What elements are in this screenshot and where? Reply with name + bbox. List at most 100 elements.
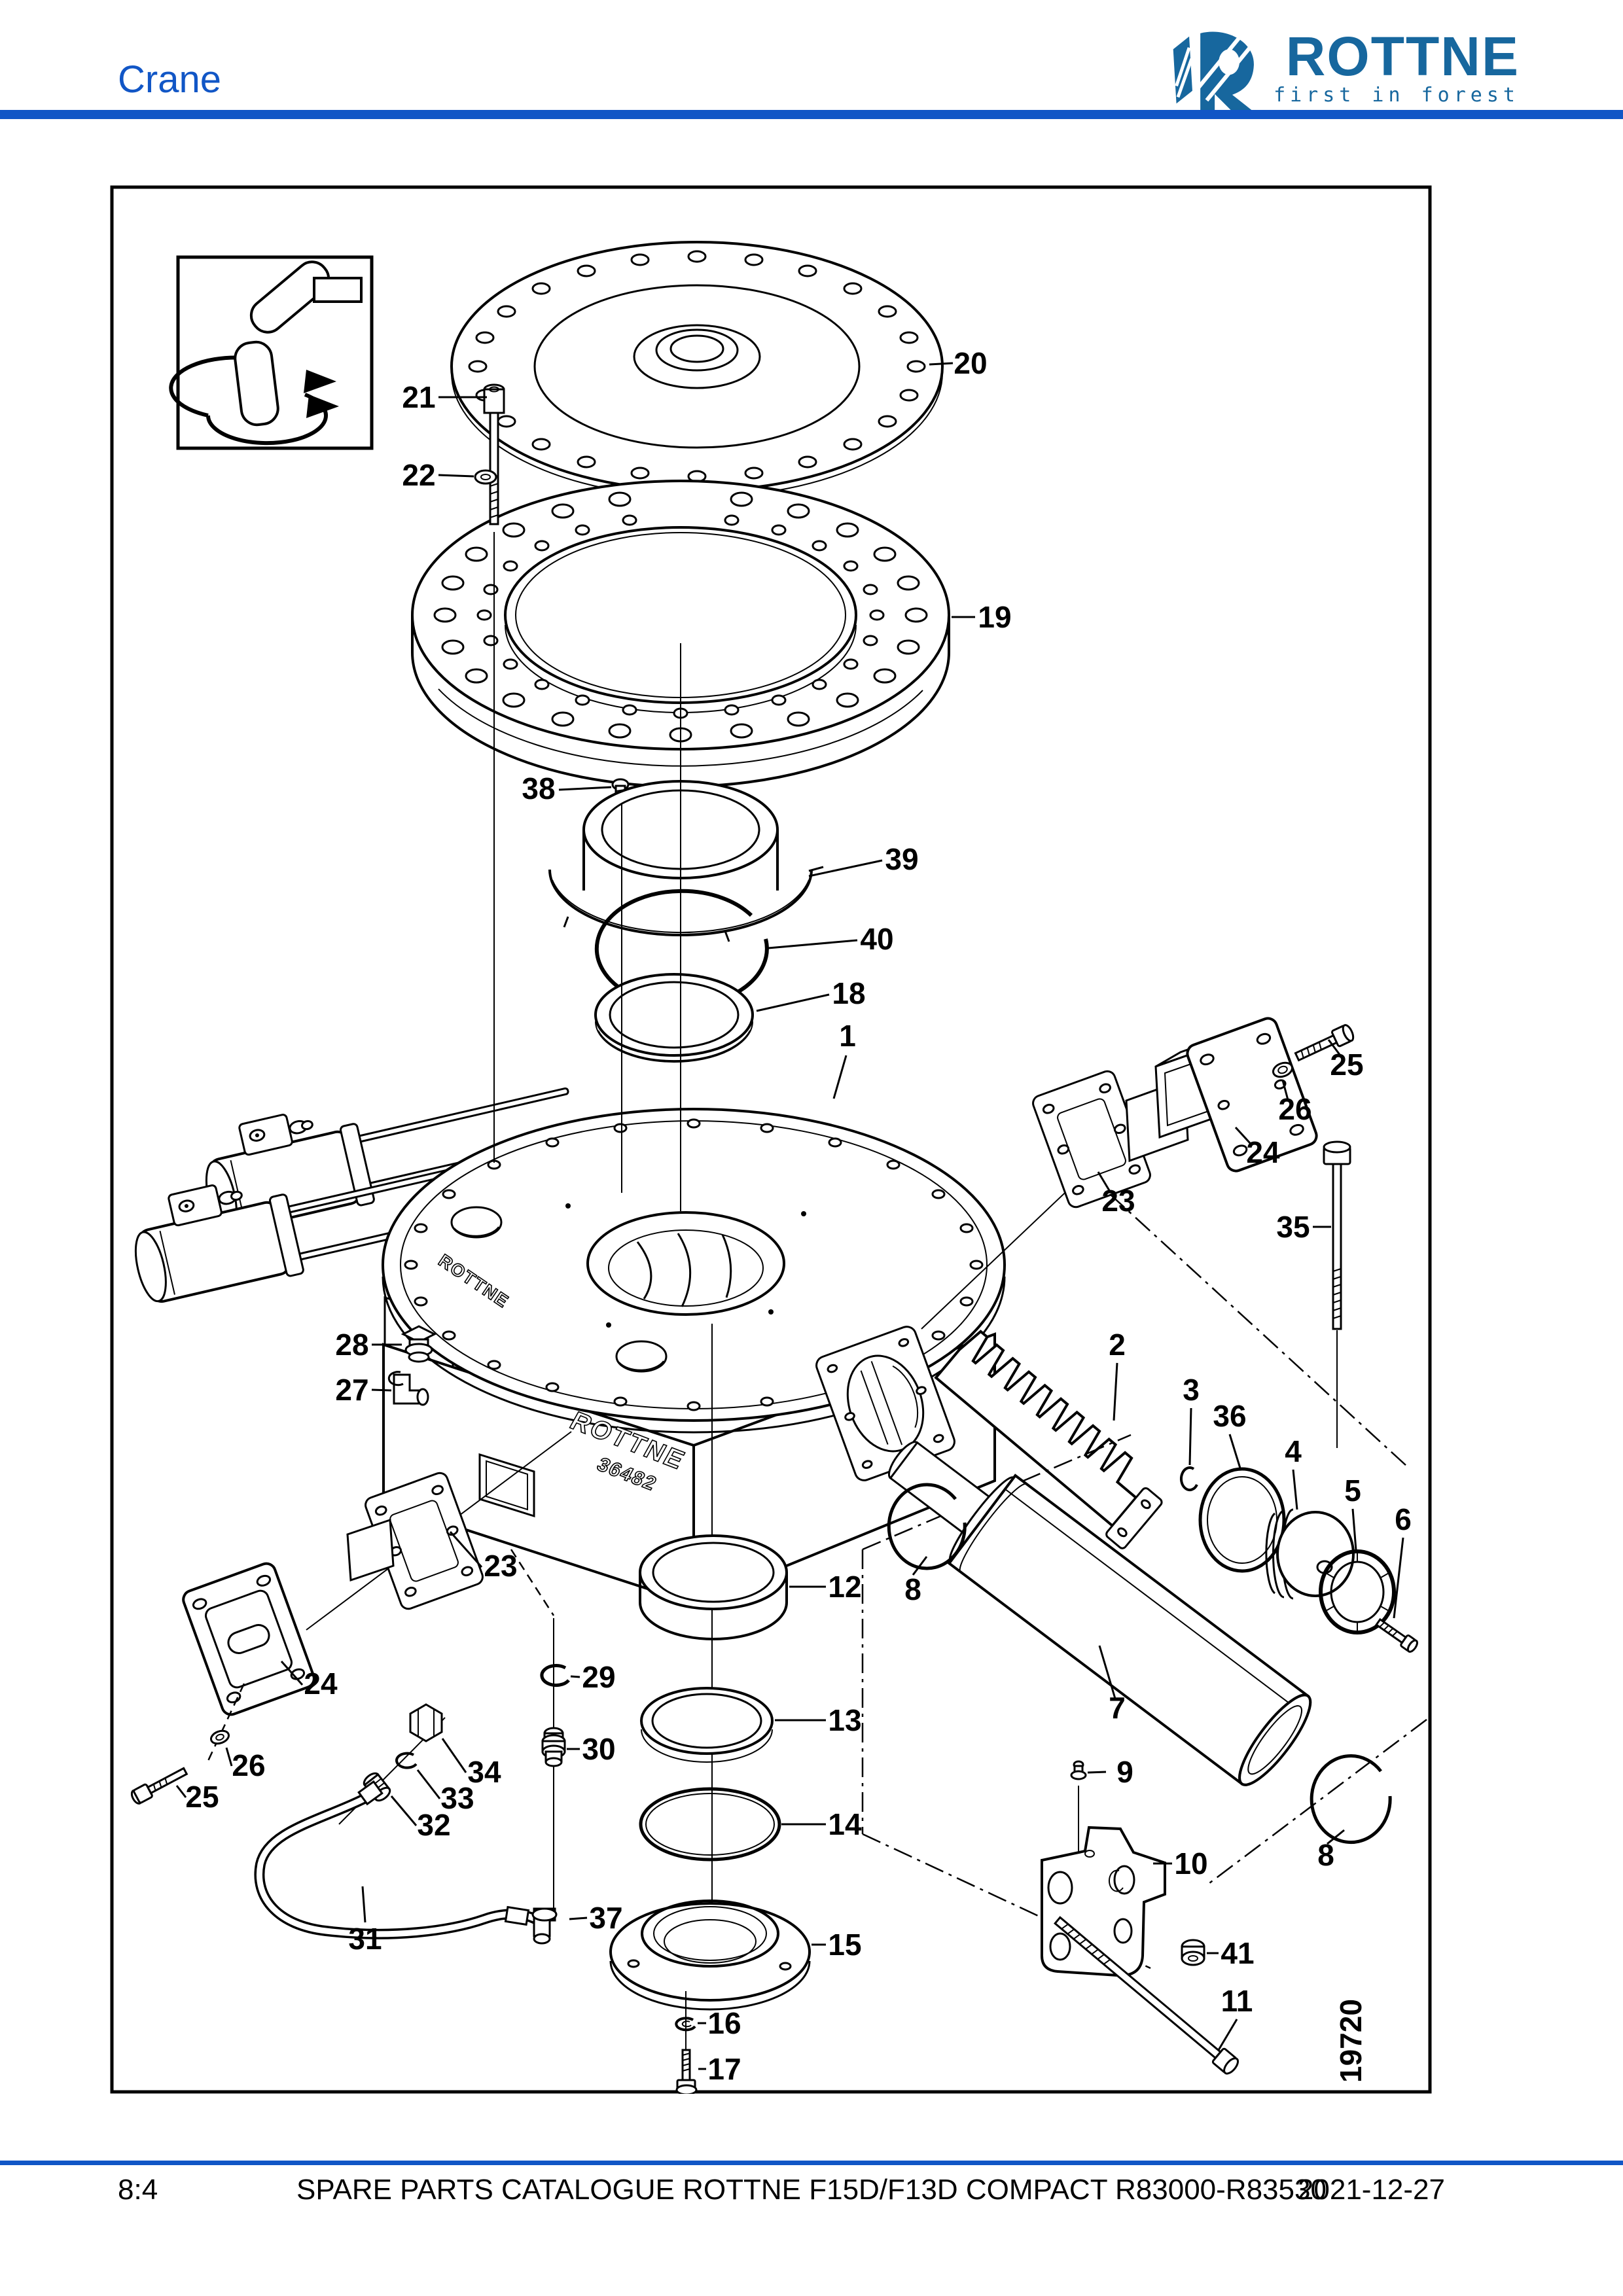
clip-part29 <box>540 1664 570 1687</box>
bolt-part6 <box>1375 1617 1418 1653</box>
plug-part41 <box>1181 1939 1205 1966</box>
bearing-collar-part39 <box>548 780 824 942</box>
plug-part28 <box>401 1325 437 1363</box>
callout-23-right: 23 <box>1101 1184 1135 1218</box>
long-bolt-part35 <box>1323 1140 1351 1448</box>
callout-5: 5 <box>1344 1474 1361 1508</box>
callout-38: 38 <box>522 771 555 805</box>
grease-nipple-part9 <box>1070 1760 1087 1780</box>
rack-part2 <box>934 1330 1163 1549</box>
ring-bolt-holes-outer <box>433 491 928 743</box>
callout-21: 21 <box>402 380 435 414</box>
drawing-number: 19720 <box>1334 1999 1368 2083</box>
callout-10: 10 <box>1174 1846 1207 1881</box>
cylinder-tube-part7 <box>888 1441 1312 1786</box>
callout-3: 3 <box>1183 1373 1200 1407</box>
clip-part33 <box>395 1752 418 1769</box>
callout-23-left: 23 <box>484 1549 517 1583</box>
brand-tagline: first in forest <box>1274 84 1520 107</box>
callout-40: 40 <box>860 922 893 956</box>
callout-26-left: 26 <box>232 1748 265 1782</box>
seal-part5 <box>1319 1549 1396 1634</box>
washer-part16 <box>675 2017 696 2032</box>
bushing-part12 <box>639 1534 788 1640</box>
hose-part31 <box>254 1780 538 1939</box>
callout-4: 4 <box>1285 1434 1302 1468</box>
callout-37: 37 <box>589 1901 622 1935</box>
callout-27: 27 <box>335 1373 368 1407</box>
callout-17: 17 <box>707 2052 741 2086</box>
callout-6: 6 <box>1395 1502 1412 1536</box>
callout-7: 7 <box>1109 1691 1126 1725</box>
callout-28: 28 <box>335 1328 368 1362</box>
callout-labels: 20 21 22 19 38 39 40 18 1 25 26 24 23 35… <box>185 346 1411 2086</box>
callout-41: 41 <box>1221 1936 1254 1970</box>
callout-9: 9 <box>1116 1755 1133 1789</box>
brand-logo: ROTTNE first in forest <box>1169 26 1520 110</box>
washer-part26-left <box>209 1729 230 1745</box>
snap-ring-part8-left <box>887 1483 967 1570</box>
callout-18: 18 <box>832 976 865 1010</box>
brand-word: ROTTNE <box>1285 26 1520 87</box>
rotator-housing-part1: ROTTNE ROTTNE 36482 <box>382 1108 1006 1606</box>
exploded-view-diagram: ROTTNE ROTTNE 36482 <box>110 185 1432 2094</box>
header-rule <box>0 110 1623 119</box>
bolt-part11 <box>1054 1916 1240 2075</box>
bolt-part25-right <box>1294 1024 1355 1062</box>
callout-8-right: 8 <box>1317 1838 1334 1872</box>
callout-31: 31 <box>348 1922 382 1956</box>
elbow-part37 <box>531 1907 558 1945</box>
slew-rotation-icon <box>169 255 374 450</box>
callout-19: 19 <box>978 600 1011 634</box>
ring-bolt-holes-inner <box>476 514 885 719</box>
callout-2: 2 <box>1109 1328 1126 1362</box>
callout-15: 15 <box>828 1928 861 1962</box>
footer-rule <box>0 2161 1623 2165</box>
callout-34: 34 <box>467 1755 501 1789</box>
callout-33: 33 <box>440 1781 474 1815</box>
callout-8-left: 8 <box>904 1572 921 1606</box>
leader-lines <box>175 362 1404 2070</box>
nipple-part30 <box>541 1727 566 1767</box>
footer-page-number: 8:4 <box>118 2174 158 2206</box>
callout-24-right: 24 <box>1246 1135 1280 1169</box>
rotator-plate-part20 <box>450 241 944 498</box>
washer-part22 <box>474 469 497 485</box>
page-title: Crane <box>118 58 221 101</box>
callout-32: 32 <box>417 1808 450 1842</box>
piston-part4 <box>1265 1508 1355 1600</box>
washer-part26-right <box>1272 1061 1294 1078</box>
clip-part3 <box>1179 1466 1198 1492</box>
callout-25-left: 25 <box>185 1780 219 1814</box>
bolt-part25-left <box>130 1767 188 1805</box>
oring-part14 <box>639 1787 781 1862</box>
callout-30: 30 <box>582 1732 615 1766</box>
callout-11: 11 <box>1221 1984 1253 2018</box>
footer-title: SPARE PARTS CATALOGUE ROTTNE F15D/F13D C… <box>296 2174 1327 2206</box>
bolt-part17 <box>675 2049 698 2094</box>
callout-13: 13 <box>828 1703 861 1737</box>
bottom-flange-part15 <box>609 1899 811 2011</box>
callout-25-right: 25 <box>1330 1048 1363 1082</box>
gasket-part23-left <box>365 1472 484 1610</box>
callout-22: 22 <box>402 458 435 492</box>
slewing-ring-part19 <box>411 480 950 788</box>
diagram-frame <box>110 185 1432 2094</box>
callout-36: 36 <box>1213 1399 1246 1433</box>
callout-39: 39 <box>885 842 918 876</box>
snap-ring-part40 <box>594 889 769 1008</box>
callout-1: 1 <box>839 1019 856 1053</box>
cap-nut-part34 <box>409 1703 443 1742</box>
callout-26-right: 26 <box>1278 1092 1311 1126</box>
rottne-logo-icon <box>1173 31 1254 110</box>
callout-14: 14 <box>828 1807 862 1841</box>
seal-ring-part13 <box>640 1687 774 1763</box>
housing-rim-holes <box>404 1118 984 1411</box>
shim-plate-left <box>346 1518 395 1582</box>
callout-29: 29 <box>582 1660 615 1694</box>
flange-part24-left <box>182 1562 315 1716</box>
gasket-part23-right <box>1032 1070 1151 1209</box>
socket-bolt-part21 <box>483 383 505 525</box>
flange-part24-right <box>1186 1017 1318 1173</box>
